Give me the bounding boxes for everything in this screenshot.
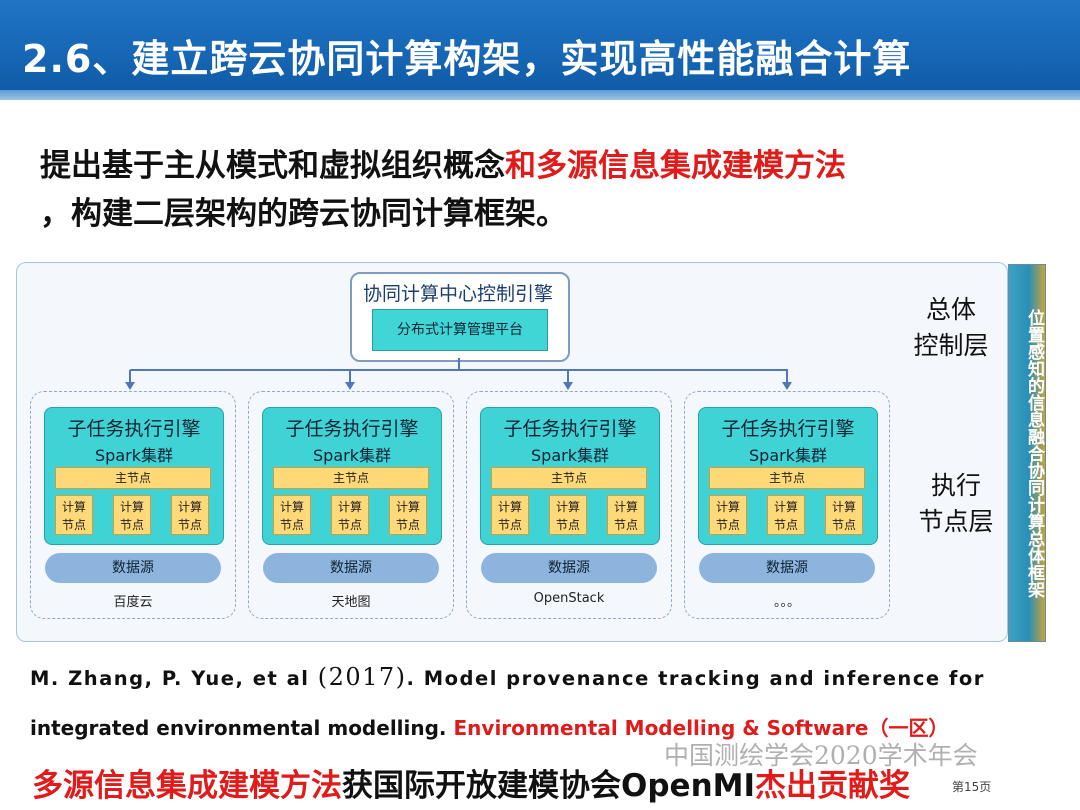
arrow-down-icon <box>782 382 792 390</box>
intro-part2: ，构建二层架构的跨云协同计算框架。 <box>40 196 567 232</box>
cluster-label: 百度云 <box>113 595 153 610</box>
watermark: 中国测绘学会2020学术年会 <box>664 741 978 770</box>
connector-drop <box>349 370 351 384</box>
compute-node: 计算节点 <box>549 495 587 535</box>
slide-title: 2.6、建立跨云协同计算构架，实现高性能融合计算 <box>22 37 912 81</box>
compute-node: 计算节点 <box>55 495 93 535</box>
reference-line1: M. Zhang, P. Yue, et al (2017). Model pr… <box>30 663 1060 691</box>
compute-node: 计算节点 <box>273 495 311 535</box>
spark-cluster-label: Spark集群 <box>95 446 173 465</box>
compute-node: 计算节点 <box>767 495 805 535</box>
compute-node: 计算节点 <box>607 495 645 535</box>
subtask-engine-title: 子任务执行引擎 <box>503 418 637 440</box>
subtask-engine-box: 子任务执行引擎 Spark集群 主节点 计算节点 计算节点 计算节点 <box>480 407 660 545</box>
compute-node: 计算节点 <box>825 495 863 535</box>
layer-label-execution: 执行节点层 <box>918 471 994 536</box>
data-source: 数据源 <box>263 553 439 583</box>
reference-journal: Environmental Modelling & Software（一区） <box>453 716 949 740</box>
cluster-baidu: 子任务执行引擎 Spark集群 主节点 计算节点 计算节点 计算节点 数据源 百… <box>30 391 236 619</box>
reference-year: (2017) <box>317 663 407 691</box>
compute-node: 计算节点 <box>331 495 369 535</box>
cluster-more: 子任务执行引擎 Spark集群 主节点 计算节点 计算节点 计算节点 数据源 。… <box>684 391 890 619</box>
cluster-label: OpenStack <box>533 591 605 606</box>
cluster-label: 。。。 <box>773 595 800 610</box>
data-source: 数据源 <box>45 553 221 583</box>
management-platform: 分布式计算管理平台 <box>372 309 548 351</box>
award-highlight1: 多源信息集成建模方法 <box>32 768 342 804</box>
cluster-tianditu: 子任务执行引擎 Spark集群 主节点 计算节点 计算节点 计算节点 数据源 天… <box>248 391 454 619</box>
data-source: 数据源 <box>699 553 875 583</box>
cluster-openstack: 子任务执行引擎 Spark集群 主节点 计算节点 计算节点 计算节点 数据源 O… <box>466 391 672 619</box>
compute-node: 计算节点 <box>171 495 209 535</box>
spark-cluster-label: Spark集群 <box>749 446 827 465</box>
connector-drop <box>567 370 569 384</box>
arrow-down-icon <box>563 382 573 390</box>
compute-node: 计算节点 <box>491 495 529 535</box>
page-number: 第15页 <box>952 780 992 794</box>
award-line: 多源信息集成建模方法获国际开放建模协会OpenMI杰出贡献奖 <box>32 760 910 805</box>
arrow-down-icon <box>125 382 135 390</box>
compute-node: 计算节点 <box>389 495 427 535</box>
arrow-down-icon <box>345 382 355 390</box>
subtask-engine-title: 子任务执行引擎 <box>285 418 419 440</box>
master-node: 主节点 <box>55 467 211 489</box>
intro-text: 提出基于主从模式和虚拟组织概念和多源信息集成建模方法 ，构建二层架构的跨云协同计… <box>40 142 1060 238</box>
award-highlight2: 杰出贡献奖 <box>755 768 911 804</box>
reference-authors: M. Zhang, P. Yue, et al <box>30 667 310 690</box>
cluster-label: 天地图 <box>331 595 371 610</box>
reference-title-part2: integrated environmental modelling. <box>30 716 447 740</box>
control-engine-title: 协同计算中心控制引擎 <box>362 283 553 305</box>
award-middle: 获国际开放建模协会OpenMI <box>342 768 756 804</box>
data-source: 数据源 <box>481 553 657 583</box>
subtask-engine-box: 子任务执行引擎 Spark集群 主节点 计算节点 计算节点 计算节点 <box>44 407 224 545</box>
intro-highlight: 和多源信息集成建模方法 <box>505 148 846 184</box>
master-node: 主节点 <box>491 467 647 489</box>
side-bar-text: 位置感知的信息融合协同计算总体框架 <box>1024 308 1044 598</box>
layer-label-control: 总体控制层 <box>913 295 989 360</box>
title-bar: 2.6、建立跨云协同计算构架，实现高性能融合计算 <box>0 0 1080 100</box>
compute-node: 计算节点 <box>113 495 151 535</box>
connector-horizontal <box>130 369 788 371</box>
reference-line2: integrated environmental modelling. Envi… <box>30 712 949 741</box>
connector-drop <box>129 370 131 384</box>
connector-drop <box>786 370 788 384</box>
intro-part1: 提出基于主从模式和虚拟组织概念 <box>40 148 505 184</box>
subtask-engine-title: 子任务执行引擎 <box>67 418 201 440</box>
master-node: 主节点 <box>709 467 865 489</box>
spark-cluster-label: Spark集群 <box>531 446 609 465</box>
subtask-engine-title: 子任务执行引擎 <box>721 418 855 440</box>
subtask-engine-box: 子任务执行引擎 Spark集群 主节点 计算节点 计算节点 计算节点 <box>698 407 878 545</box>
spark-cluster-label: Spark集群 <box>313 446 391 465</box>
side-bar <box>1008 264 1046 642</box>
connector-vertical <box>458 358 460 370</box>
compute-node: 计算节点 <box>709 495 747 535</box>
reference-title-part1: . Model provenance tracking and inferenc… <box>406 667 985 690</box>
master-node: 主节点 <box>273 467 429 489</box>
subtask-engine-box: 子任务执行引擎 Spark集群 主节点 计算节点 计算节点 计算节点 <box>262 407 442 545</box>
